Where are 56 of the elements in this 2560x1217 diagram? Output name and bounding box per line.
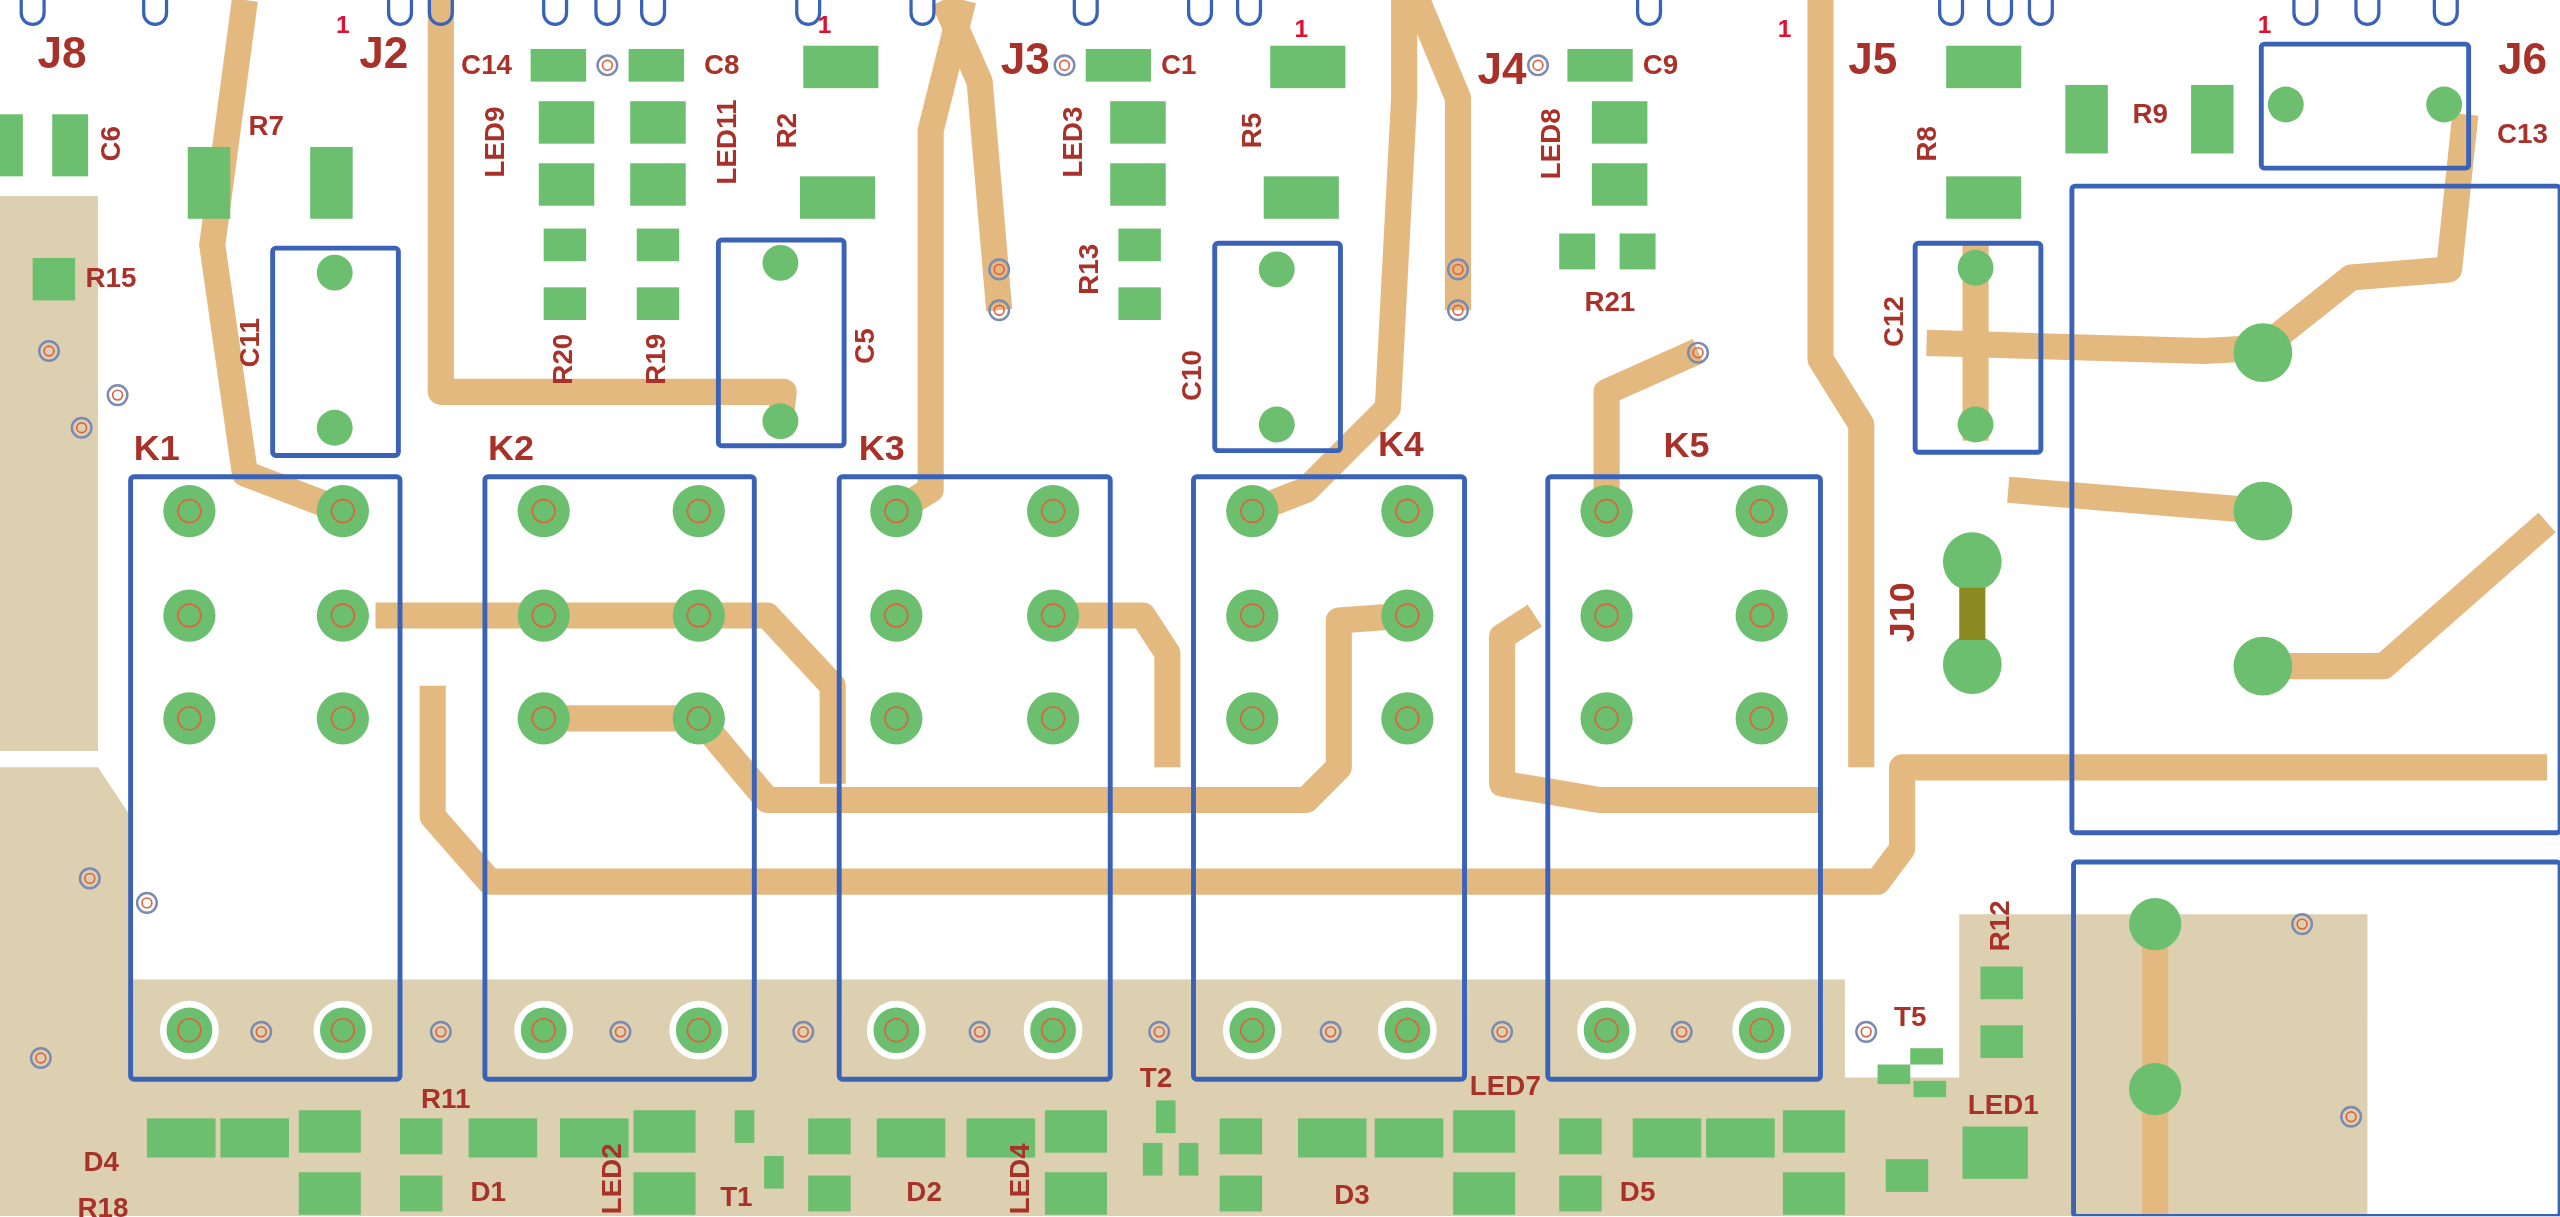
reference-designator: R19: [642, 333, 671, 385]
reference-designator: D5: [1619, 1178, 1656, 1206]
reference-designator: J2: [359, 31, 409, 76]
reference-designator: K4: [1377, 426, 1424, 463]
reference-designator: LED7: [1469, 1071, 1541, 1100]
reference-designator: J5: [1848, 38, 1898, 83]
reference-designator: D4: [83, 1148, 119, 1177]
pin-one-marker: 1: [817, 12, 832, 37]
pin-one-marker: 1: [2257, 12, 2272, 37]
reference-designator: C9: [1642, 51, 1679, 80]
reference-designator: R20: [549, 333, 578, 385]
pin-one-marker: 1: [1777, 15, 1792, 40]
reference-designator: C12: [1880, 296, 1908, 348]
reference-designator: K5: [1663, 427, 1710, 464]
reference-designator: R13: [1075, 243, 1103, 295]
reference-designator: T2: [1139, 1063, 1173, 1092]
reference-designator: R5: [1238, 112, 1267, 149]
reference-designator: R15: [85, 263, 137, 292]
reference-designator: J4: [1477, 48, 1527, 93]
reference-designator: C5: [851, 328, 880, 364]
reference-designator: C6: [97, 125, 125, 162]
reference-designator: R2: [773, 112, 801, 149]
pin-one-marker: 1: [336, 12, 350, 37]
reference-designator: C13: [2497, 120, 2548, 148]
reference-designator: C10: [1178, 350, 1206, 401]
reference-designator: R8: [1912, 125, 1941, 162]
reference-designator: K3: [858, 431, 905, 467]
reference-designator: R11: [421, 1084, 471, 1113]
reference-designator: LED3: [1058, 106, 1087, 178]
reference-designator: K1: [133, 431, 180, 467]
reference-designator: C11: [235, 318, 264, 368]
reference-designator: K2: [488, 431, 534, 467]
reference-designator: D2: [906, 1178, 942, 1206]
reference-designator: D1: [470, 1178, 506, 1206]
reference-designator: R9: [2132, 100, 2168, 129]
reference-designator: C8: [703, 51, 740, 80]
reference-designator: T5: [1894, 1003, 1927, 1032]
reference-designator: J8: [37, 31, 87, 76]
reference-designator: R7: [248, 111, 284, 140]
reference-designator: J3: [1000, 38, 1050, 83]
reference-designator: T1: [720, 1182, 753, 1211]
reference-designator: R18: [77, 1194, 129, 1217]
reference-designator: R21: [1584, 288, 1636, 316]
reference-designator: LED8: [1537, 108, 1565, 180]
reference-designator: C14: [461, 51, 512, 80]
reference-designator: C1: [1161, 51, 1197, 80]
reference-designator: J6: [2498, 38, 2548, 83]
reference-designator: LED2: [598, 1143, 627, 1215]
reference-designator: LED4: [1006, 1143, 1035, 1215]
reference-designator: LED9: [480, 106, 509, 178]
reference-designator: D3: [1334, 1181, 1370, 1209]
reference-designator: J10: [1884, 582, 1921, 643]
pin-one-marker: 1: [1294, 15, 1309, 40]
reference-designator: R12: [1986, 900, 2014, 952]
reference-designator: LED11: [712, 99, 741, 185]
reference-designator: LED1: [1967, 1091, 2039, 1120]
